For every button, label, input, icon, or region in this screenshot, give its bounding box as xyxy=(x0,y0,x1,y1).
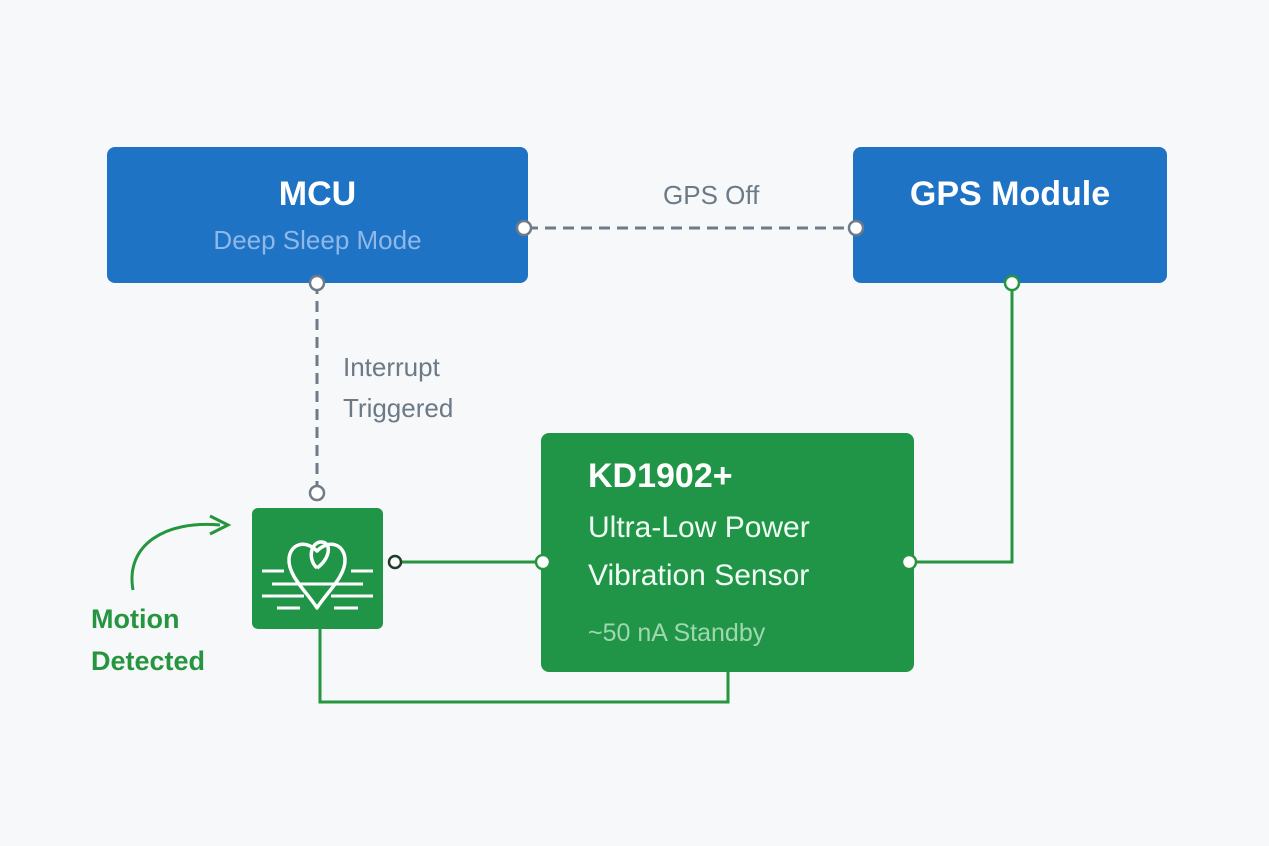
interrupt-label: Interrupt Triggered xyxy=(343,347,453,429)
gps-sensor-connector xyxy=(911,283,1014,564)
motion-label-line-1: Motion xyxy=(91,604,180,634)
mcu-title: MCU xyxy=(278,175,357,213)
motion-detected-label: Motion Detected xyxy=(91,598,205,682)
sensor-description-line-2: Vibration Sensor xyxy=(588,559,810,592)
sensor-description-line-1: Ultra-Low Power xyxy=(588,511,810,544)
gps-title: GPS Module xyxy=(909,175,1111,213)
sensor-standby-current: ~50 nA Standby xyxy=(588,619,766,647)
arrow-head-icon xyxy=(209,514,232,536)
vibration-detector-node xyxy=(252,508,383,629)
curved-arrow-icon xyxy=(130,522,221,591)
interrupt-label-line-2: Triggered xyxy=(343,393,454,423)
heart-vibration-icon xyxy=(262,540,373,610)
feedback-connector xyxy=(318,629,730,704)
mcu-node: MCU Deep Sleep Mode xyxy=(107,147,528,283)
mcu-subtitle: Deep Sleep Mode xyxy=(213,225,422,255)
gps-off-label: GPS Off xyxy=(663,180,760,210)
interrupt-label-line-1: Interrupt xyxy=(343,352,440,382)
gps-node: GPS Module xyxy=(853,147,1167,283)
sensor-title: KD1902+ xyxy=(588,457,733,495)
motion-label-line-2: Detected xyxy=(91,646,206,676)
sensor-node: KD1902+ Ultra-Low Power Vibration Sensor… xyxy=(541,433,914,672)
